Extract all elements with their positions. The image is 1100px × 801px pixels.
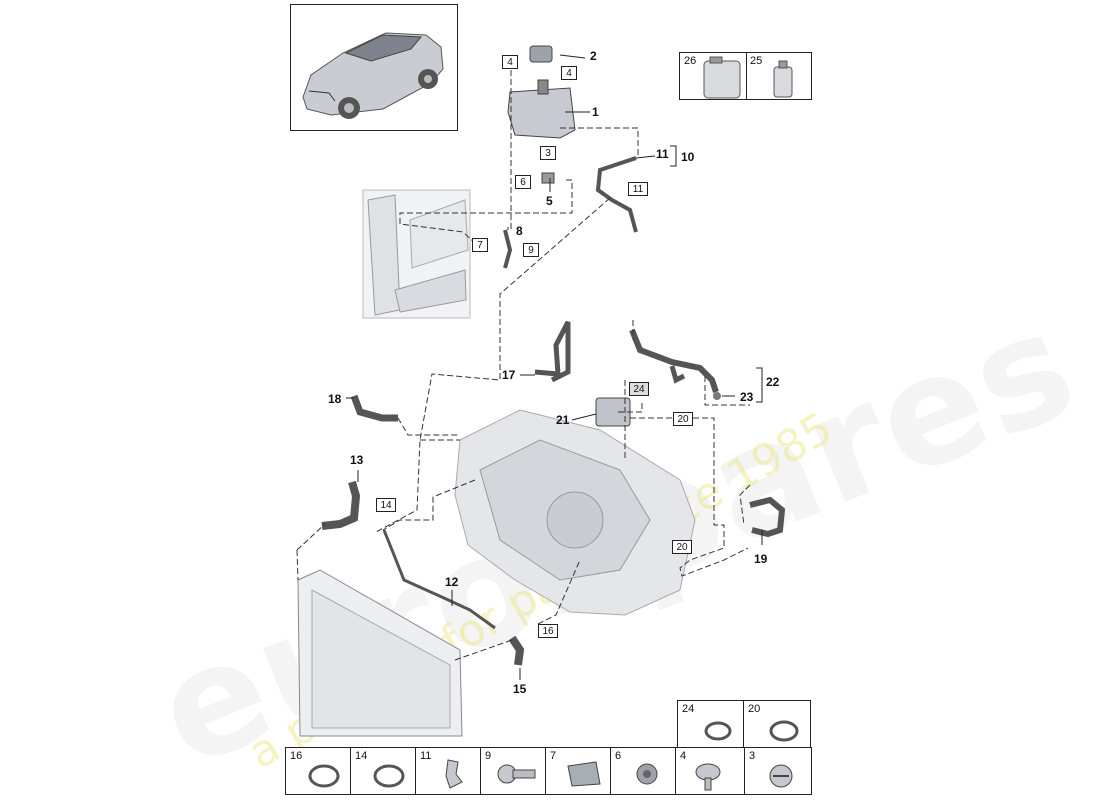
parts-cell-3: 3 (744, 747, 812, 795)
parts-cell-14-label: 14 (355, 750, 368, 762)
kit-26-label: 26 (684, 55, 697, 67)
coolant-pipe-22 (629, 328, 719, 393)
parts-cell-3-label: 3 (749, 750, 756, 762)
ref-box-7: 7 (472, 238, 488, 252)
parts-cell-11: 11 (415, 747, 481, 795)
ref-box-20-upper: 20 (673, 412, 693, 426)
parts-cell-24: 24 (677, 700, 744, 748)
hose-13 (321, 480, 361, 530)
hose-clip-5 (541, 172, 555, 184)
coolant-bottle-icon (773, 60, 793, 98)
hose-19 (749, 496, 786, 538)
parts-cell-16-label: 16 (290, 750, 303, 762)
parts-cell-7: 7 (545, 747, 611, 795)
parts-cell-9-label: 9 (485, 750, 492, 762)
hose-8 (503, 229, 513, 269)
ref-box-6: 6 (515, 175, 531, 189)
ref-box-3: 3 (540, 146, 556, 160)
parts-cell-6-label: 6 (615, 750, 622, 762)
callout-10: 10 (681, 150, 695, 164)
engine-block (454, 409, 696, 616)
callout-21: 21 (556, 413, 570, 427)
hose-clamp-icon (373, 764, 405, 788)
parts-cell-16: 16 (285, 747, 351, 795)
parts-cell-9: 9 (480, 747, 546, 795)
callout-ticks (346, 54, 763, 680)
radiator (297, 569, 463, 737)
callout-13: 13 (350, 453, 364, 467)
ref-box-16: 16 (538, 624, 558, 638)
callout-12: 12 (445, 575, 459, 589)
callout-18: 18 (328, 392, 342, 406)
parts-cell-24-label: 24 (682, 703, 695, 715)
nut-icon (636, 763, 658, 785)
ref-box-14: 14 (376, 498, 396, 512)
parts-cell-20: 20 (743, 700, 811, 748)
grommet-icon (567, 761, 601, 787)
ref-box-24: 24 (629, 382, 649, 396)
car-icon (302, 32, 444, 119)
callout-1: 1 (592, 105, 599, 119)
parts-cell-7-label: 7 (550, 750, 557, 762)
parts-cell-14: 14 (350, 747, 416, 795)
callout-5: 5 (546, 194, 553, 208)
callout-8: 8 (516, 224, 523, 238)
hose-15 (508, 635, 525, 666)
parts-cell-4-label: 4 (680, 750, 687, 762)
screw-icon (695, 763, 721, 791)
callout-17: 17 (502, 368, 516, 382)
parts-cell-6: 6 (610, 747, 676, 795)
callout-2: 2 (590, 49, 597, 63)
ref-box-9: 9 (523, 243, 539, 257)
bolt-icon (497, 764, 536, 784)
body-frame-illustration (362, 189, 471, 319)
fluids-box: 26 25 (679, 52, 812, 100)
connector-23 (713, 392, 721, 400)
coolant-canister-icon (703, 56, 741, 99)
hose-clamp-icon (308, 764, 340, 788)
callout-11: 11 (656, 147, 669, 161)
callout-19: 19 (754, 552, 768, 566)
hose-clamp-icon (704, 721, 732, 741)
ref-box-11: 11 (628, 182, 648, 196)
ref-box-4-left: 4 (502, 55, 518, 69)
callout-22: 22 (766, 375, 780, 389)
vent-pipe-11 (595, 156, 638, 233)
kit-25-label: 25 (750, 55, 763, 67)
coolant-pipe-17 (534, 320, 571, 383)
hose-clamp-icon (769, 720, 799, 742)
cap-icon (769, 764, 793, 788)
parts-cell-20-label: 20 (748, 703, 761, 715)
leader-lines (296, 70, 751, 661)
hose-18 (350, 394, 398, 422)
vehicle-thumbnail (290, 4, 458, 131)
coolant-pipe-12 (382, 529, 496, 630)
ref-box-4-right: 4 (561, 66, 577, 80)
clip-icon (445, 759, 463, 789)
parts-cell-4: 4 (675, 747, 745, 795)
coolant-expansion-tank (507, 45, 576, 139)
ref-box-20-lower: 20 (672, 540, 692, 554)
callout-15: 15 (513, 682, 527, 696)
parts-cell-11-label: 11 (420, 750, 432, 762)
callout-23: 23 (740, 390, 754, 404)
